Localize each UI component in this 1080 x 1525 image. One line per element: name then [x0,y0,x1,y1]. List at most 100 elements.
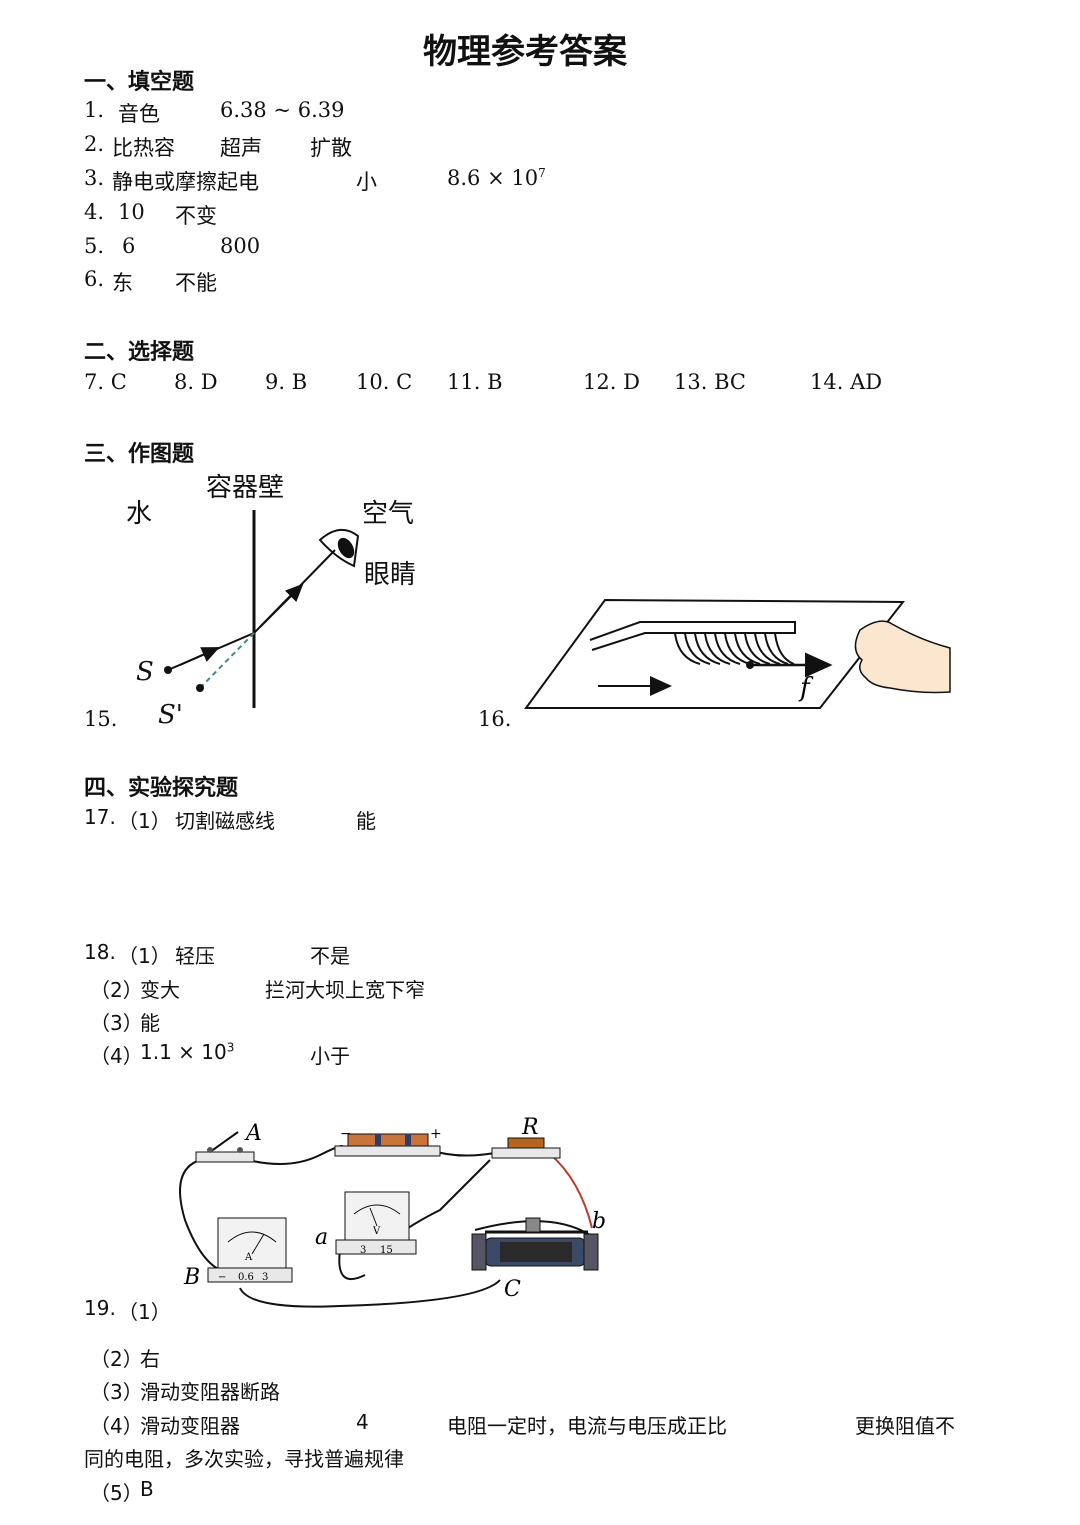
voltmeter-component [335,1191,417,1255]
q17-answer-b: 能 [356,809,376,833]
q19-l4-answer-a: 滑动变阻器 [140,1414,240,1438]
q15-s-label: S [136,657,154,687]
q1-answer-b: 6.38 ~ 6.39 [220,98,345,122]
q18-l2-answer-a: 变大 [140,978,180,1002]
choice-answer: 9. B [265,370,308,394]
q3-answer-c: 8.6 × 107 [447,166,546,190]
choice-answer: 13. BC [674,370,746,394]
brush-bristles [674,632,795,665]
q18-l2-answer-b: 拦河大坝上宽下窄 [265,978,425,1002]
section-heading-choice: 二、选择题 [84,339,195,365]
battery-component [334,1133,441,1157]
q4-num: 4. [84,200,105,224]
q18-part-1: （1） [118,944,171,968]
q1-answer-a: 音色 [118,102,160,126]
q18-l3-answer-a: 能 [140,1011,160,1035]
voltmeter-scale-3: 3 [360,1245,366,1256]
label-b-upper: B [183,1265,200,1290]
q18-part-2: （2） [90,978,143,1002]
q3-answer-c-exp: 7 [538,166,546,180]
q4-answer-a: 10 [118,200,145,224]
battery-plus-label: + [430,1126,442,1142]
q19-l4-answer-b: 4 [356,1410,369,1434]
voltmeter-letter: V [372,1226,381,1237]
q19-part-4: （4） [90,1414,143,1438]
battery-minus-label: − [340,1126,352,1142]
red-wire [549,1153,593,1229]
section-heading-drawing: 三、作图题 [84,441,195,467]
ammeter-scale-06: 0.6 [238,1272,254,1283]
page-title: 物理参考答案 [423,32,627,72]
tabletop-plane [524,598,906,709]
ammeter-minus: − [218,1272,226,1283]
q17-part-1: （1） [118,809,171,833]
q5-answer-b: 800 [220,234,261,258]
q15-air-label: 空气 [362,499,415,529]
q19-part-5: （5） [90,1481,143,1505]
q18-num: 18. [84,940,116,964]
q19-part-3: （3） [90,1380,143,1404]
q19-l4-continuation: 同的电阻，多次实验，寻找普遍规律 [84,1447,404,1471]
q17-num: 17. [84,805,116,829]
q19-num: 19. [84,1296,116,1320]
q18-l4-answer-a-base: 1.1 × 10 [140,1040,227,1064]
q5-num: 5. [84,234,105,258]
q15-num: 15. [84,707,118,731]
q3-answer-c-base: 8.6 × 10 [447,166,539,190]
eye-icon [318,529,360,568]
ammeter-component [207,1217,293,1283]
incident-ray-arrow [179,647,220,666]
q18-part-4: （4） [90,1044,143,1068]
q18-part-3: （3） [90,1011,143,1035]
section-heading-experiment: 四、实验探究题 [84,775,239,801]
q6-answer-b: 不能 [175,271,217,295]
friction-f-label: f [798,673,814,703]
q19-l4-answer-d: 更换阻值不 [855,1414,955,1438]
q3-answer-a: 静电或摩擦起电 [112,170,259,194]
q18-l4-answer-b: 小于 [310,1044,350,1068]
q5-answer-a: 6 [122,234,136,258]
q15-refraction-diagram [164,510,360,708]
q2-num: 2. [84,132,105,156]
q18-l4-answer-a: 1.1 × 103 [140,1040,234,1064]
q1-num: 1. [84,98,105,122]
q2-answer-b: 超声 [220,136,262,160]
q4-answer-b: 不变 [175,204,217,228]
q16-num: 16. [478,707,512,731]
label-b-lower: b [592,1209,606,1234]
refracted-ray-arrow [259,583,304,628]
label-a-lower: a [315,1225,328,1250]
q15-eye-label: 眼睛 [364,560,417,590]
ammeter-letter: A [244,1252,253,1263]
q6-num: 6. [84,267,105,291]
choice-answer: 12. D [583,370,640,394]
q17-answer-a: 切割磁感线 [175,809,275,833]
section-heading-fill: 一、填空题 [84,69,195,95]
point-s [164,666,172,674]
choice-answer: 7. C [84,370,127,394]
choice-answer: 11. B [447,370,503,394]
q18-l4-answer-a-exp: 3 [226,1040,235,1055]
voltmeter-scale-15: 15 [380,1245,393,1256]
q18-l1-answer-a: 轻压 [175,944,215,968]
q15-wall-label: 容器壁 [206,473,285,503]
hand-icon [854,620,951,694]
q2-answer-a: 比热容 [112,136,175,160]
rheostat-component [471,1217,599,1271]
choice-answer: 10. C [356,370,413,394]
q19-circuit-diagram: A − + R A 0.6 3 − B V 3 15 a [179,1115,606,1308]
q19-part-1: （1） [118,1300,171,1324]
choice-answer: 14. AD [810,370,883,394]
q19-l2-answer: 右 [140,1347,160,1371]
q3-num: 3. [84,166,105,190]
q16-friction-diagram: f [524,598,951,709]
choice-answer: 8. D [174,370,218,394]
q19-l3-answer: 滑动变阻器断路 [140,1380,280,1404]
point-s-prime [196,684,204,692]
q2-answer-c: 扩散 [310,136,352,160]
q15-s-prime-label: S' [158,700,183,730]
virtual-ray-dashed [199,632,255,689]
q19-l5-answer: B [140,1477,154,1501]
switch-component [195,1131,255,1163]
q19-part-2: （2） [90,1347,143,1371]
